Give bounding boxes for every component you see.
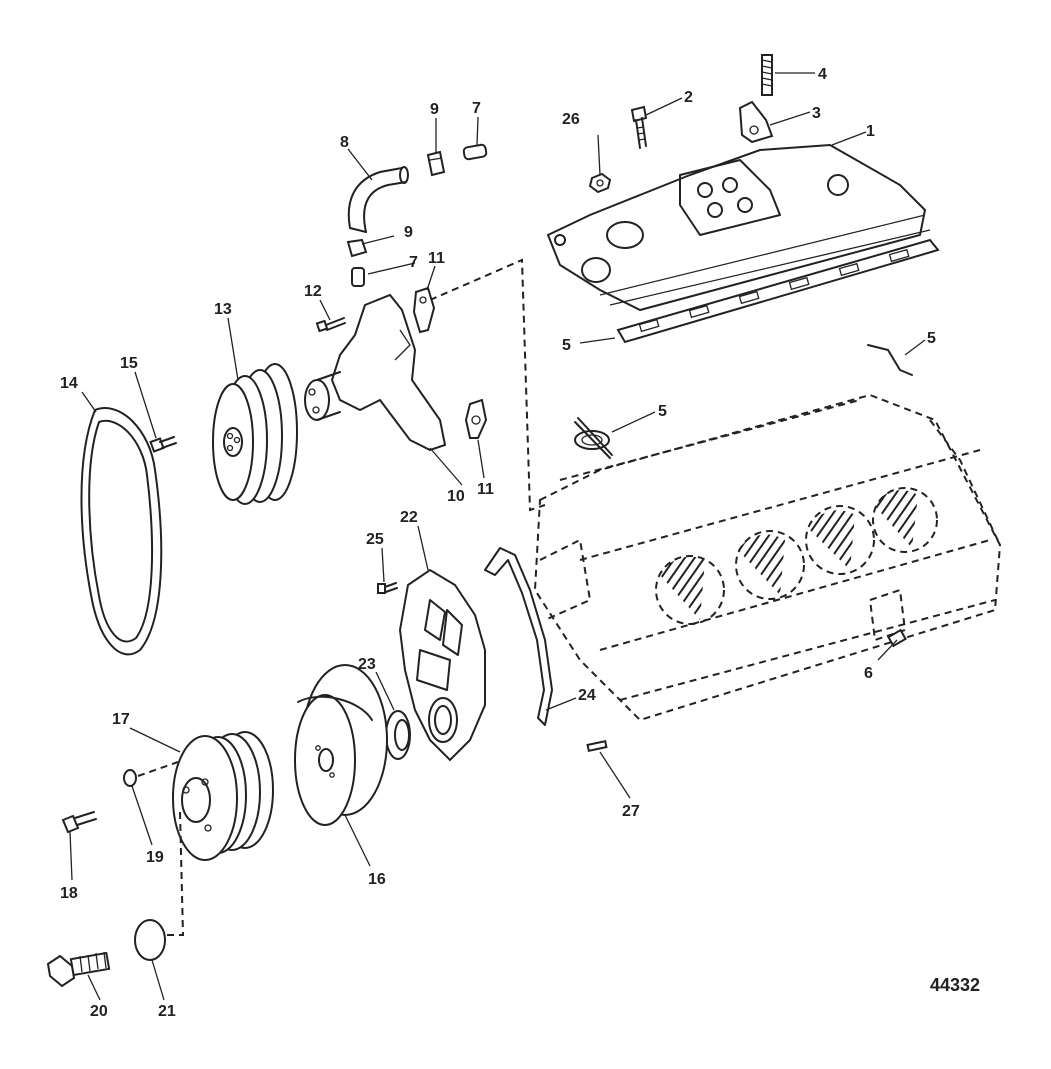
block-drain-plug <box>887 628 907 648</box>
label-21: 21 <box>158 1003 176 1020</box>
label-19: 19 <box>146 849 164 866</box>
manifold-stud <box>761 54 773 96</box>
label-5-gasket: 5 <box>562 337 571 354</box>
nipple-upper <box>462 143 488 161</box>
figure-number: 44332 <box>930 975 980 995</box>
label-5-strip: 5 <box>927 330 936 347</box>
label-27: 27 <box>622 803 640 820</box>
label-14: 14 <box>60 375 78 392</box>
alignment-line-washer <box>137 761 179 777</box>
hose-clamp-lower <box>346 238 368 258</box>
timing-cover-gasket <box>484 547 553 726</box>
label-13: 13 <box>214 301 232 318</box>
manifold-gasket <box>616 238 940 344</box>
label-11-lower: 11 <box>477 481 494 498</box>
alignment-line-lower <box>165 811 185 936</box>
label-25: 25 <box>366 531 384 548</box>
pump-gasket-upper <box>412 286 436 334</box>
label-15: 15 <box>120 355 138 372</box>
drive-belt <box>80 407 163 656</box>
manifold-nut <box>588 172 612 194</box>
label-3: 3 <box>812 105 821 122</box>
engine-block <box>533 393 1002 722</box>
label-9-lower: 9 <box>404 224 413 241</box>
label-22: 22 <box>400 509 418 526</box>
manifold-bolt <box>630 105 648 149</box>
label-26: 26 <box>562 111 580 128</box>
label-5-housing: 5 <box>658 403 667 420</box>
label-10: 10 <box>447 488 465 505</box>
label-24: 24 <box>578 687 596 704</box>
front-seal <box>385 710 411 760</box>
pulley-bolt <box>149 436 177 453</box>
label-12: 12 <box>304 283 322 300</box>
label-20: 20 <box>90 1003 108 1020</box>
timing-cover <box>398 568 486 762</box>
bypass-hose <box>347 166 409 233</box>
label-17: 17 <box>112 711 130 728</box>
nipple-lower <box>351 267 365 287</box>
callout-leaders <box>69 72 926 1001</box>
water-pump-pulley <box>212 363 298 505</box>
label-4: 4 <box>818 66 827 83</box>
pump-bolt <box>315 317 346 333</box>
label-9-upper: 9 <box>430 101 439 118</box>
label-11-upper: 11 <box>428 250 445 267</box>
dowel-pin <box>586 740 608 752</box>
intake-manifold <box>546 143 931 312</box>
label-7-upper: 7 <box>472 100 481 117</box>
lifting-bracket <box>738 100 774 144</box>
cover-screw <box>377 582 398 594</box>
washer <box>123 769 137 787</box>
balancer-bolt <box>46 951 111 988</box>
harmonic-balancer <box>294 664 388 826</box>
alignment-line-upper <box>429 258 546 512</box>
label-6: 6 <box>864 665 873 682</box>
label-1: 1 <box>866 123 875 140</box>
label-16: 16 <box>368 871 386 888</box>
crankshaft-pulley <box>172 731 274 861</box>
pulley-bolt-small <box>61 811 97 834</box>
housing-gasket <box>574 417 613 459</box>
water-pump <box>304 293 447 452</box>
large-washer <box>134 919 166 961</box>
callout-labels: 1 2 3 4 5 5 5 6 7 7 8 9 9 10 11 11 12 13… <box>60 66 980 1020</box>
label-23: 23 <box>358 656 376 673</box>
pump-gasket-lower <box>464 398 488 439</box>
end-seal-strip <box>867 344 913 376</box>
label-2: 2 <box>684 89 693 106</box>
hose-clamp-upper <box>426 150 446 177</box>
label-8: 8 <box>340 134 349 151</box>
label-18: 18 <box>60 885 78 902</box>
label-7-lower: 7 <box>409 254 418 271</box>
